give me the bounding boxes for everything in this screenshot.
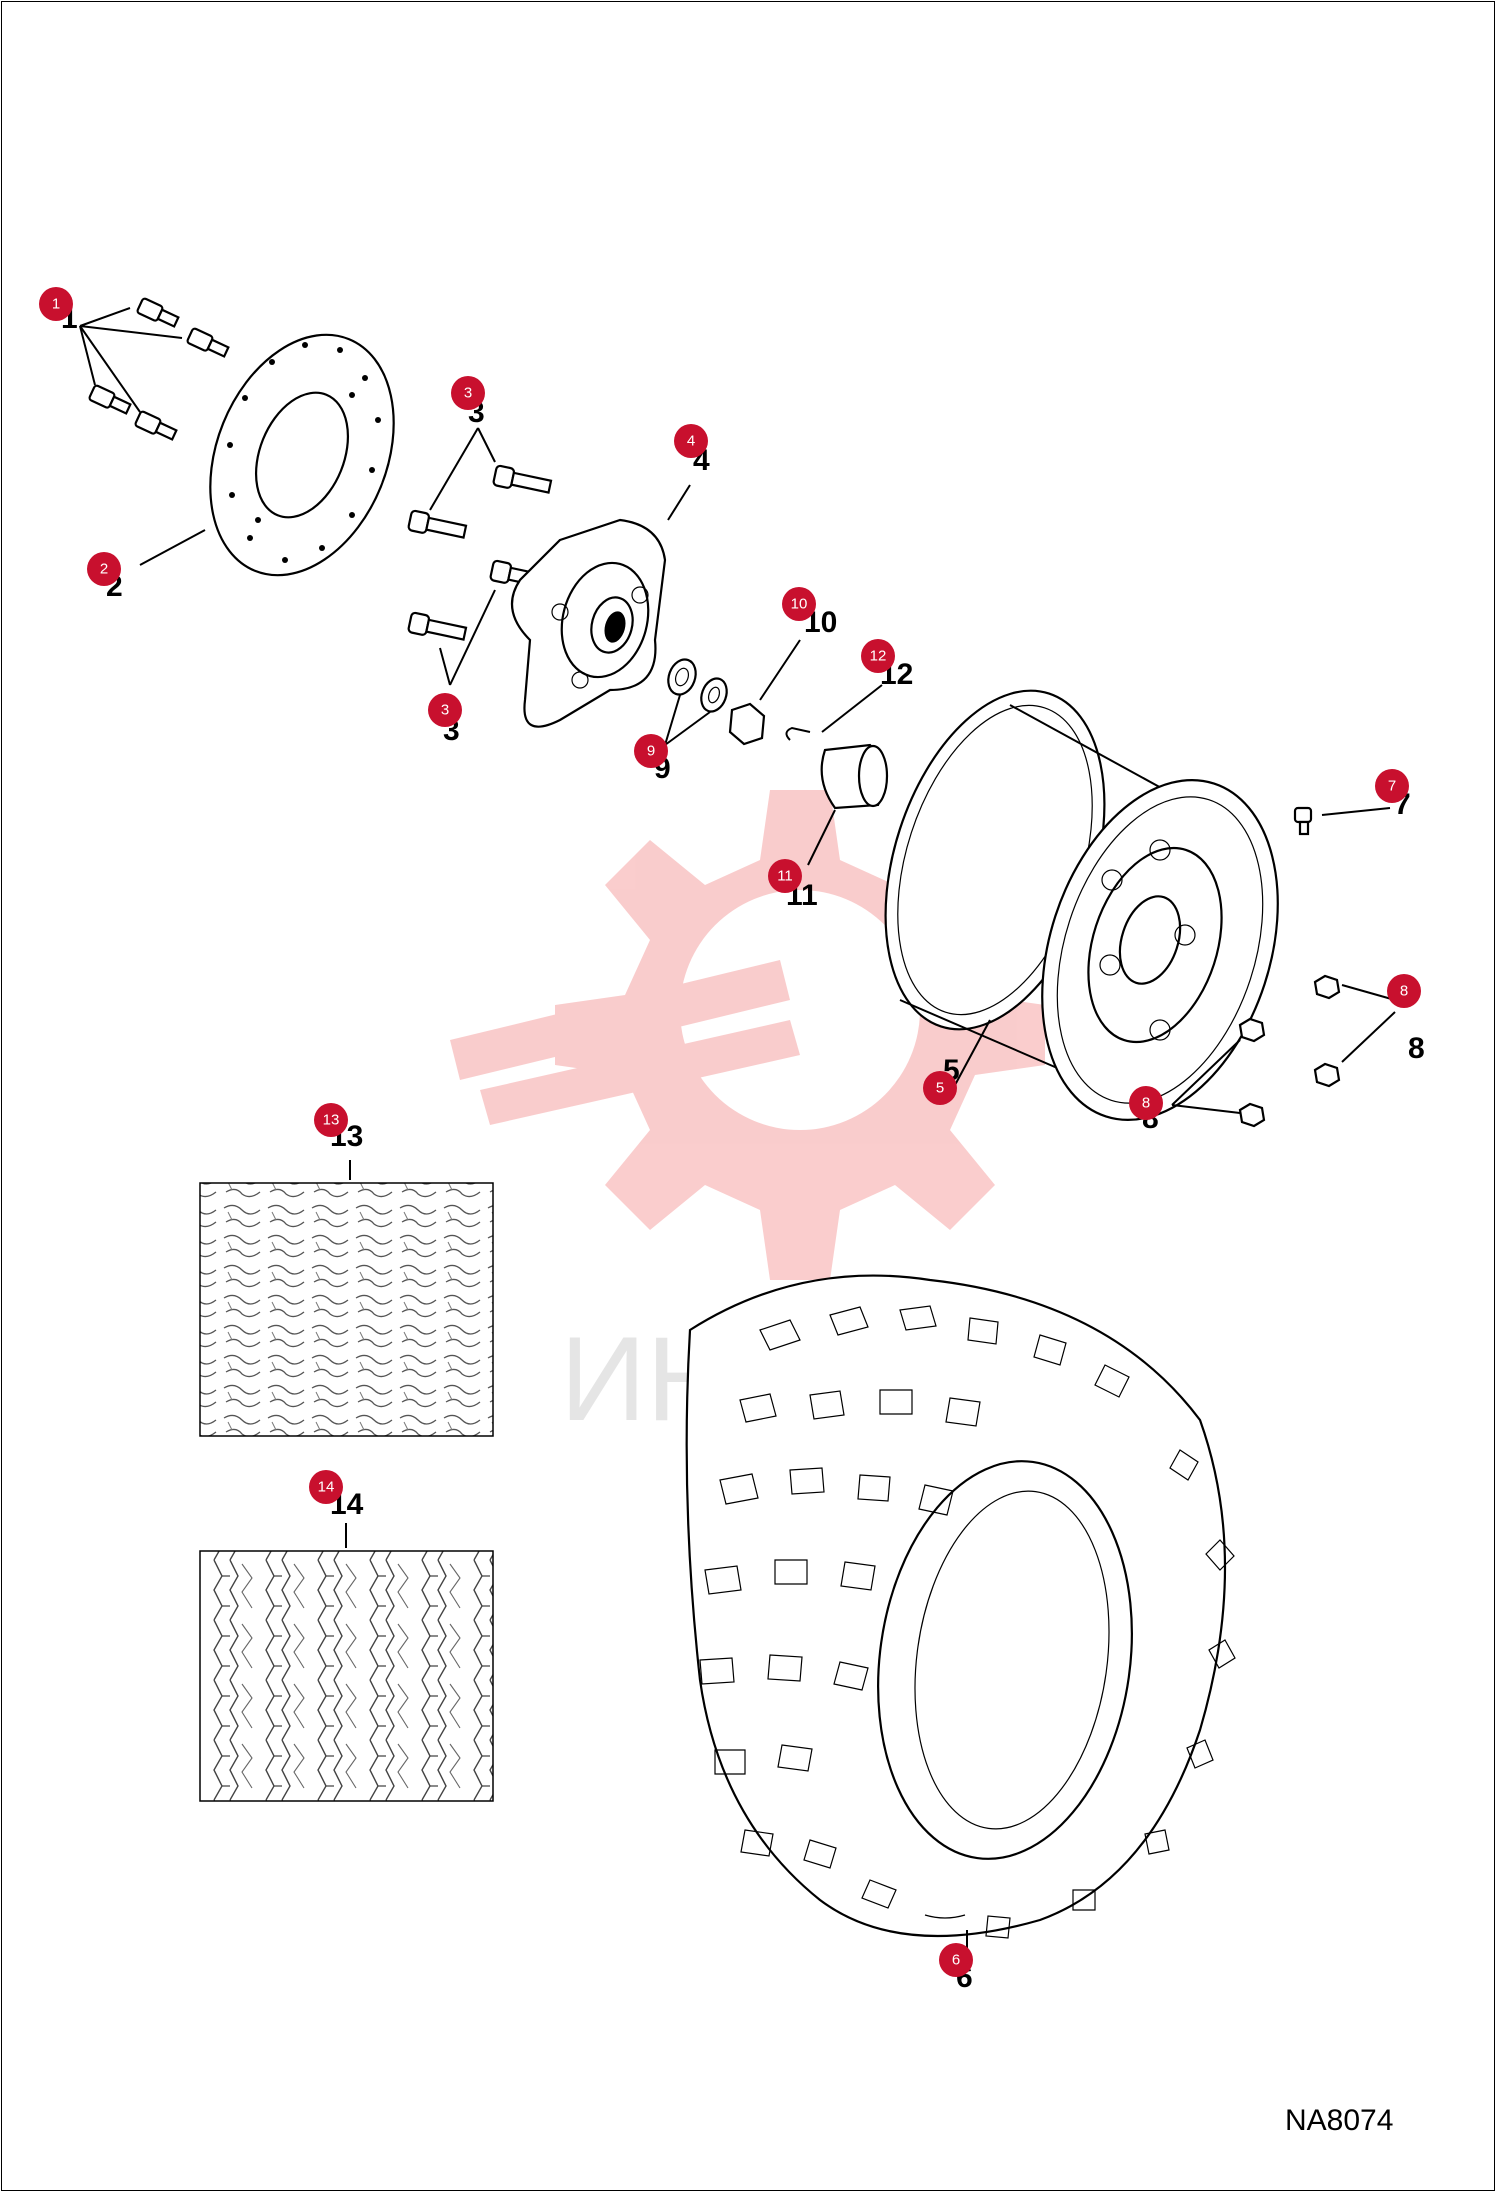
part-number-8a: 8 xyxy=(1408,1032,1425,1065)
callout-3a[interactable]: 3 xyxy=(451,376,485,410)
svg-text:14: 14 xyxy=(318,1479,335,1496)
svg-text:8: 8 xyxy=(1142,1095,1150,1112)
callout-5[interactable]: 5 xyxy=(923,1071,957,1105)
part-3-studs xyxy=(407,427,553,686)
part-6-tire xyxy=(685,1274,1236,1950)
part-9-washers xyxy=(664,658,728,746)
callout-8a[interactable]: 8 xyxy=(1387,974,1421,1008)
svg-text:10: 10 xyxy=(791,596,808,613)
part-12-cotter-pin xyxy=(785,684,883,741)
svg-text:4: 4 xyxy=(687,433,695,450)
svg-text:3: 3 xyxy=(464,385,472,402)
part-1-bolts xyxy=(79,297,230,441)
document-code: NA8074 xyxy=(1285,2104,1394,2137)
svg-text:7: 7 xyxy=(1388,778,1396,795)
svg-text:11: 11 xyxy=(777,868,793,885)
callout-12[interactable]: 12 xyxy=(861,639,895,673)
callout-13[interactable]: 13 xyxy=(314,1103,348,1137)
callout-10[interactable]: 10 xyxy=(782,587,816,621)
callout-14[interactable]: 14 xyxy=(309,1470,343,1504)
svg-text:1: 1 xyxy=(52,296,60,313)
callout-8b[interactable]: 8 xyxy=(1129,1086,1163,1120)
callout-3b[interactable]: 3 xyxy=(428,693,462,727)
callout-4[interactable]: 4 xyxy=(674,424,708,458)
part-2-brake-disc xyxy=(139,333,395,577)
part-5-rim xyxy=(884,689,1279,1121)
part-7-valve xyxy=(1293,806,1391,836)
svg-text:5: 5 xyxy=(936,1080,944,1097)
svg-text:9: 9 xyxy=(647,743,655,760)
callout-7[interactable]: 7 xyxy=(1375,769,1409,803)
callout-11[interactable]: 11 xyxy=(768,859,802,893)
callout-9[interactable]: 9 xyxy=(634,734,668,768)
part-8-lug-nuts xyxy=(1171,974,1396,1128)
part-4-hub xyxy=(510,484,691,728)
part-10-castle-nut xyxy=(728,639,801,746)
svg-text:2: 2 xyxy=(100,561,108,578)
svg-text:12: 12 xyxy=(870,648,887,665)
callout-6[interactable]: 6 xyxy=(939,1943,973,1977)
svg-text:13: 13 xyxy=(323,1112,340,1129)
part-13-tread-pattern xyxy=(199,1160,494,1437)
callout-2[interactable]: 2 xyxy=(87,552,121,586)
part-11-hub-cap xyxy=(807,743,889,866)
svg-text:6: 6 xyxy=(952,1952,960,1969)
callout-1[interactable]: 1 xyxy=(39,287,73,321)
svg-text:3: 3 xyxy=(441,702,449,719)
svg-text:8: 8 xyxy=(1400,983,1408,1000)
part-14-tread-pattern xyxy=(199,1523,494,1802)
